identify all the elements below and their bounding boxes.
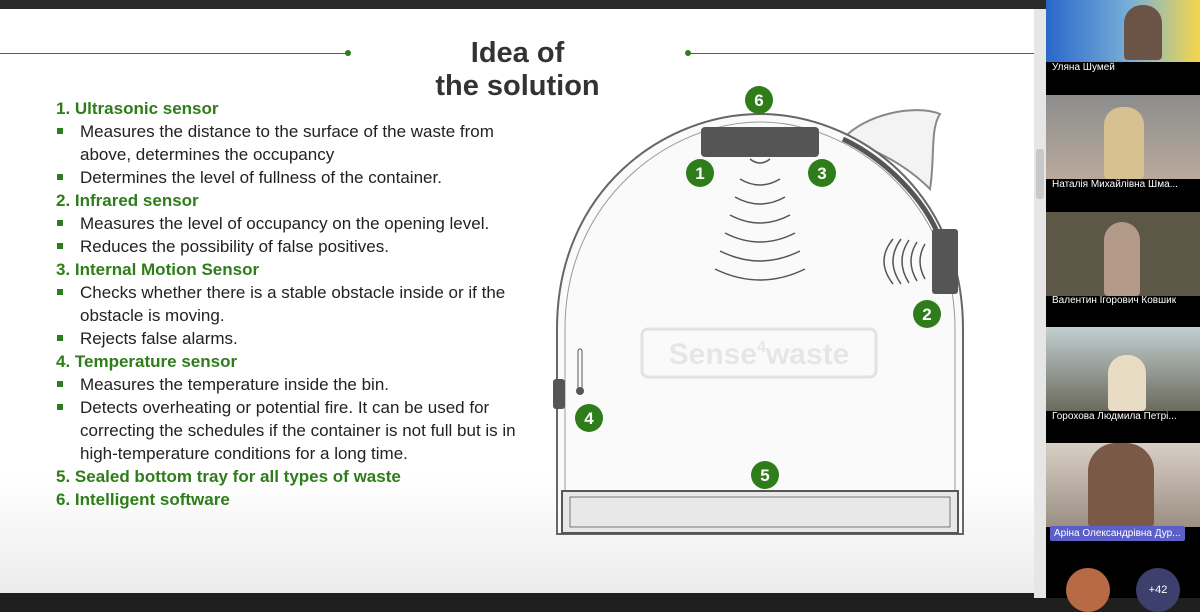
video-tile[interactable] — [1046, 95, 1200, 179]
participant-name: Валентин Ігорович Ковшик — [1052, 295, 1177, 306]
title-divider-left — [0, 53, 348, 54]
marker-circle — [686, 159, 714, 187]
video-tile[interactable] — [1046, 212, 1200, 296]
participants-panel: Уляна Шумей Наталія Михайлівна Шма... Ва… — [1046, 0, 1200, 612]
title-line: Idea of — [470, 37, 565, 69]
title-divider-right — [688, 53, 1034, 54]
participant-name: Уляна Шумей — [1052, 62, 1115, 73]
marker-circle — [913, 300, 941, 328]
sensor-heading: 4. Temperature sensor — [56, 352, 238, 371]
marker-number: 4 — [584, 409, 594, 428]
marker-number: 3 — [817, 164, 826, 183]
divider-dot — [345, 50, 351, 56]
marker-circle — [575, 404, 603, 432]
sensor-bullet: Reduces the possibility of false positiv… — [56, 235, 516, 258]
sensor-bullet: Measures the distance to the surface of … — [56, 120, 516, 166]
sensor-heading: 6. Intelligent software — [56, 490, 230, 509]
marker-circle — [745, 86, 773, 114]
sensor-bullet: Detects overheating or potential fire. I… — [56, 396, 516, 465]
bottom-tray — [561, 490, 959, 534]
video-tile[interactable] — [1046, 327, 1200, 411]
window-top-bar — [0, 0, 1046, 9]
infrared-sensor-housing — [932, 229, 958, 294]
ultrasonic-sensor-housing — [701, 127, 819, 157]
more-participants-button[interactable]: +42 — [1136, 568, 1180, 612]
infrared-waves — [883, 238, 926, 285]
scrollbar-thumb[interactable] — [1036, 149, 1044, 199]
marker-number: 6 — [754, 91, 763, 110]
marker-number: 5 — [760, 466, 769, 485]
sensor-heading: 5. Sealed bottom tray for all types of w… — [56, 467, 401, 486]
temperature-sensor-housing — [553, 379, 565, 409]
sensor-heading: 3. Internal Motion Sensor — [56, 260, 260, 279]
ultrasonic-waves — [714, 158, 806, 281]
sensor-bullet: Rejects false alarms. — [56, 327, 516, 350]
marker-number: 2 — [922, 305, 931, 324]
sensor-bullet: Checks whether there is a stable obstacl… — [56, 281, 516, 327]
logo-frame — [640, 327, 878, 379]
marker-number: 1 — [695, 164, 704, 183]
participant-name: Горохова Людмила Петрі... — [1052, 411, 1177, 422]
sensor-heading: 1. Ultrasonic sensor — [56, 99, 219, 118]
video-tile[interactable] — [1046, 443, 1200, 527]
sensor-bullet: Measures the temperature inside the bin. — [56, 373, 516, 396]
participant-avatar[interactable] — [1066, 568, 1110, 612]
title-line: the solution — [435, 70, 600, 102]
bin-lid — [841, 109, 942, 192]
divider-dot — [685, 50, 691, 56]
sensor-bullet: Determines the level of fullness of the … — [56, 166, 516, 189]
sensor-bullet: Measures the level of occupancy on the o… — [56, 212, 516, 235]
participant-name-speaking: Аріна Олександрівна Дур... — [1050, 526, 1185, 541]
slide-scrollbar[interactable] — [1034, 9, 1046, 598]
marker-circle — [751, 461, 779, 489]
participant-name: Наталія Михайлівна Шма... — [1052, 179, 1178, 190]
marker-circle — [808, 159, 836, 187]
video-tile[interactable] — [1046, 0, 1200, 62]
sensor-heading: 2. Infrared sensor — [56, 191, 199, 210]
lid-hinge — [841, 136, 943, 240]
